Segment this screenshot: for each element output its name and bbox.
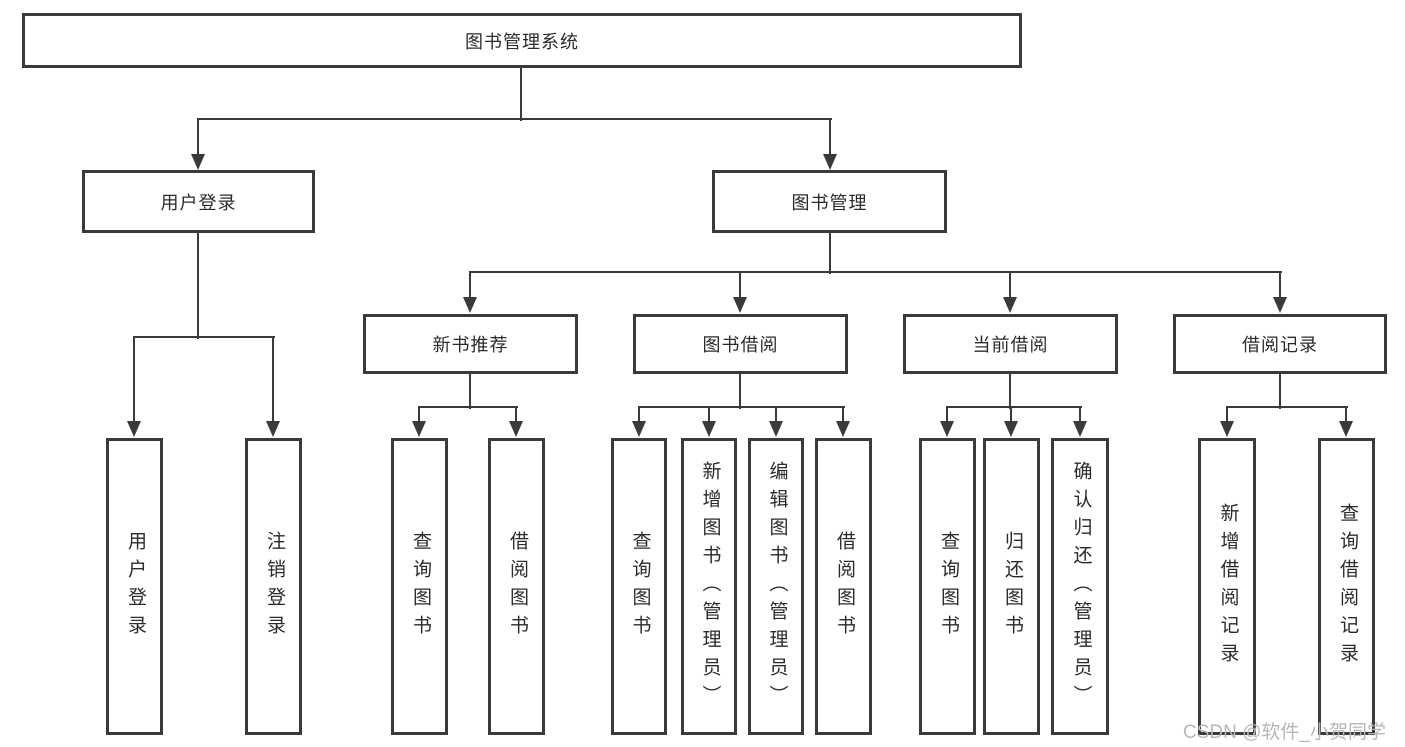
node-label: 查询图书 [409, 530, 431, 643]
node-new-book-recommendation: 新书推荐 [363, 314, 578, 374]
arrowhead-down-icon [1273, 297, 1287, 313]
leaf-query-borrowing-record: 查询借阅记录 [1318, 438, 1375, 735]
connector-arrow-stem [515, 407, 517, 421]
connector-horizontal-line [1226, 406, 1348, 408]
arrowhead-down-icon [702, 421, 716, 437]
arrowhead-down-icon [1220, 421, 1234, 437]
leaf-return-books: 归还图书 [983, 438, 1040, 735]
leaf-edit-books-admin: 编辑图书（管理员） [748, 438, 804, 735]
leaf-logout: 注销登录 [245, 438, 302, 735]
arrowhead-down-icon [1003, 297, 1017, 313]
node-library-management-system: 图书管理系统 [22, 13, 1022, 68]
connector-horizontal-line [418, 406, 518, 408]
leaf-confirm-return-admin: 确认归还（管理员） [1051, 438, 1109, 735]
connector-vertical-line [520, 68, 522, 121]
connector-horizontal-line [469, 271, 1282, 273]
connector-arrow-stem [829, 119, 831, 154]
arrowhead-down-icon [632, 421, 646, 437]
connector-arrow-stem [1079, 407, 1081, 421]
connector-arrow-stem [469, 272, 471, 297]
node-label: 新书推荐 [432, 335, 509, 355]
arrowhead-down-icon [836, 421, 850, 437]
node-label: 注销登录 [263, 530, 285, 643]
arrowhead-down-icon [940, 421, 954, 437]
connector-vertical-line [469, 374, 471, 409]
connector-arrow-stem [842, 407, 844, 421]
connector-vertical-line [739, 374, 741, 409]
arrowhead-down-icon [127, 421, 141, 437]
node-label: 查询图书 [937, 530, 959, 643]
connector-arrow-stem [1226, 407, 1228, 421]
leaf-query-books: 查询图书 [611, 438, 667, 735]
connector-arrow-stem [1009, 272, 1011, 297]
arrowhead-down-icon [769, 421, 783, 437]
connector-vertical-line [197, 233, 199, 339]
connector-arrow-stem [775, 407, 777, 421]
connector-horizontal-line [638, 406, 845, 408]
connector-horizontal-line [946, 406, 1082, 408]
connector-arrow-stem [638, 407, 640, 421]
leaf-add-borrowing-record: 新增借阅记录 [1198, 438, 1256, 735]
arrowhead-down-icon [1004, 421, 1018, 437]
connector-arrow-stem [133, 337, 135, 421]
node-label: 图书管理 [791, 192, 868, 213]
arrowhead-down-icon [509, 421, 523, 437]
arrowhead-down-icon [463, 297, 477, 313]
node-label: 用户登录 [124, 530, 146, 643]
leaf-query-books: 查询图书 [919, 438, 976, 735]
node-label: 借阅图书 [506, 530, 528, 643]
connector-arrow-stem [197, 119, 199, 154]
csdn-watermark: CSDN @软件_小贺同学 [1183, 722, 1386, 743]
node-label: 新增借阅记录 [1217, 502, 1239, 671]
node-current-borrowing: 当前借阅 [903, 314, 1118, 374]
node-label: 借阅记录 [1242, 335, 1318, 355]
node-label: 借阅图书 [833, 530, 855, 643]
arrowhead-down-icon [1339, 421, 1353, 437]
node-label: 用户登录 [160, 192, 237, 213]
arrowhead-down-icon [1073, 421, 1087, 437]
arrowhead-down-icon [191, 154, 205, 170]
node-label: 确认归还（管理员） [1070, 460, 1092, 713]
connector-arrow-stem [1279, 272, 1281, 297]
connector-arrow-stem [1010, 407, 1012, 421]
connector-vertical-line [1279, 374, 1281, 409]
connector-horizontal-line [133, 336, 275, 338]
connector-vertical-line [829, 233, 831, 274]
connector-horizontal-line [197, 118, 832, 120]
connector-arrow-stem [708, 407, 710, 421]
connector-arrow-stem [1345, 407, 1347, 421]
connector-arrow-stem [946, 407, 948, 421]
arrowhead-down-icon [823, 154, 837, 170]
node-label: 查询借阅记录 [1336, 502, 1358, 671]
leaf-query-books: 查询图书 [391, 438, 448, 735]
node-book-management: 图书管理 [712, 170, 947, 233]
node-label: 新增图书（管理员） [699, 460, 721, 713]
connector-arrow-stem [418, 407, 420, 421]
node-label: 归还图书 [1001, 530, 1023, 643]
connector-arrow-stem [272, 337, 274, 421]
arrowhead-down-icon [412, 421, 426, 437]
leaf-user-login: 用户登录 [106, 438, 163, 735]
arrowhead-down-icon [266, 421, 280, 437]
connector-arrow-stem [739, 272, 741, 297]
node-borrowing-records: 借阅记录 [1173, 314, 1387, 374]
node-label: 当前借阅 [972, 335, 1049, 355]
connector-vertical-line [1009, 374, 1011, 409]
leaf-add-books-admin: 新增图书（管理员） [681, 438, 737, 735]
node-label: 编辑图书（管理员） [766, 460, 788, 713]
leaf-borrow-books: 借阅图书 [815, 438, 872, 735]
node-label: 查询图书 [629, 530, 651, 643]
leaf-borrow-books: 借阅图书 [488, 438, 545, 735]
node-user-login: 用户登录 [82, 170, 315, 233]
node-label: 图书借阅 [702, 335, 779, 355]
node-label: 图书管理系统 [465, 31, 579, 52]
node-book-borrowing: 图书借阅 [633, 314, 848, 374]
arrowhead-down-icon [733, 297, 747, 313]
